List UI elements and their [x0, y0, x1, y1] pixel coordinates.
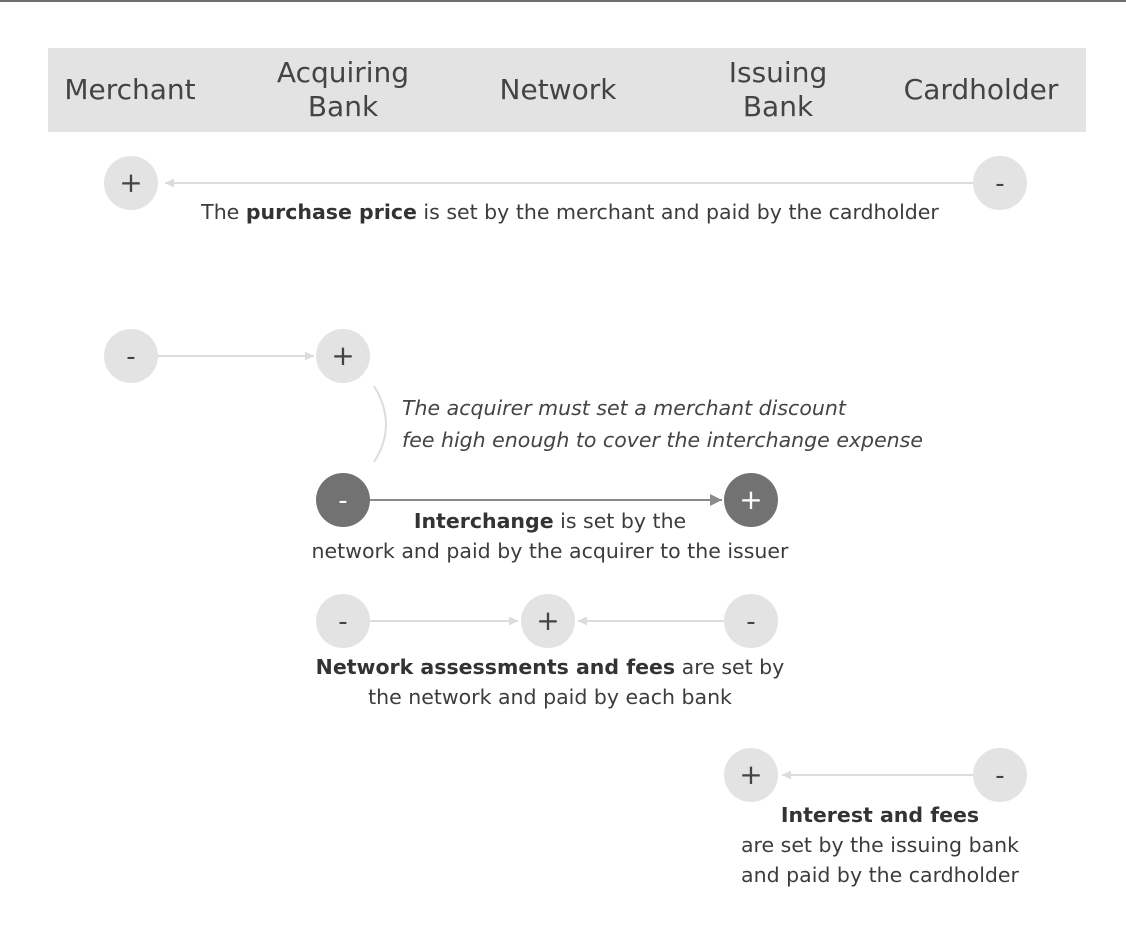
acquirer-minus-node-dark: - [316, 473, 370, 527]
interest-caption: Interest and fees are set by the issuing… [740, 803, 1020, 887]
purchase-caption: The purchase price is set by the merchan… [201, 200, 939, 224]
column-cardholder: Cardholder [903, 73, 1059, 106]
assessments-caption: Network assessments and fees are set by … [315, 655, 785, 709]
svg-text:+: + [119, 166, 142, 199]
svg-text:+: + [536, 604, 559, 637]
cardholder-minus-node: - [973, 156, 1027, 210]
svg-text:+: + [331, 339, 354, 372]
assessments-term: Network assessments and fees [315, 655, 676, 679]
purchase-price-term: purchase price [245, 200, 417, 224]
column-issuing-bank: Issuing Bank [728, 56, 828, 123]
cardholder-minus-node-2: - [973, 748, 1027, 802]
svg-text:-: - [126, 342, 135, 372]
discount-note: The acquirer must set a merchant discoun… [402, 396, 923, 452]
interchange-caption: Interchange is set by the network and pa… [311, 509, 789, 563]
svg-text:-: - [338, 486, 347, 516]
svg-text:+: + [739, 758, 762, 791]
interchange-term: Interchange [413, 509, 554, 533]
acquirer-minus-node: - [316, 594, 370, 648]
svg-text:-: - [995, 169, 1004, 199]
top-rule [0, 0, 1126, 2]
issuer-plus-node-dark: + [724, 473, 778, 527]
svg-text:-: - [746, 607, 755, 637]
svg-text:-: - [995, 761, 1004, 791]
discount-bracket [373, 385, 387, 463]
participants-header: Merchant Acquiring Bank Network Issuing … [48, 48, 1086, 132]
column-network: Network [499, 73, 617, 106]
column-merchant: Merchant [64, 73, 196, 106]
issuer-minus-node: - [724, 594, 778, 648]
column-acquiring-bank: Acquiring Bank [276, 56, 410, 123]
merchant-plus-node: + [104, 156, 158, 210]
network-plus-node: + [521, 594, 575, 648]
svg-text:-: - [338, 607, 347, 637]
issuer-plus-node: + [724, 748, 778, 802]
interest-term: Interest and fees [780, 803, 980, 827]
acquirer-plus-node: + [316, 329, 370, 383]
merchant-minus-node: - [104, 329, 158, 383]
svg-text:+: + [739, 483, 762, 516]
